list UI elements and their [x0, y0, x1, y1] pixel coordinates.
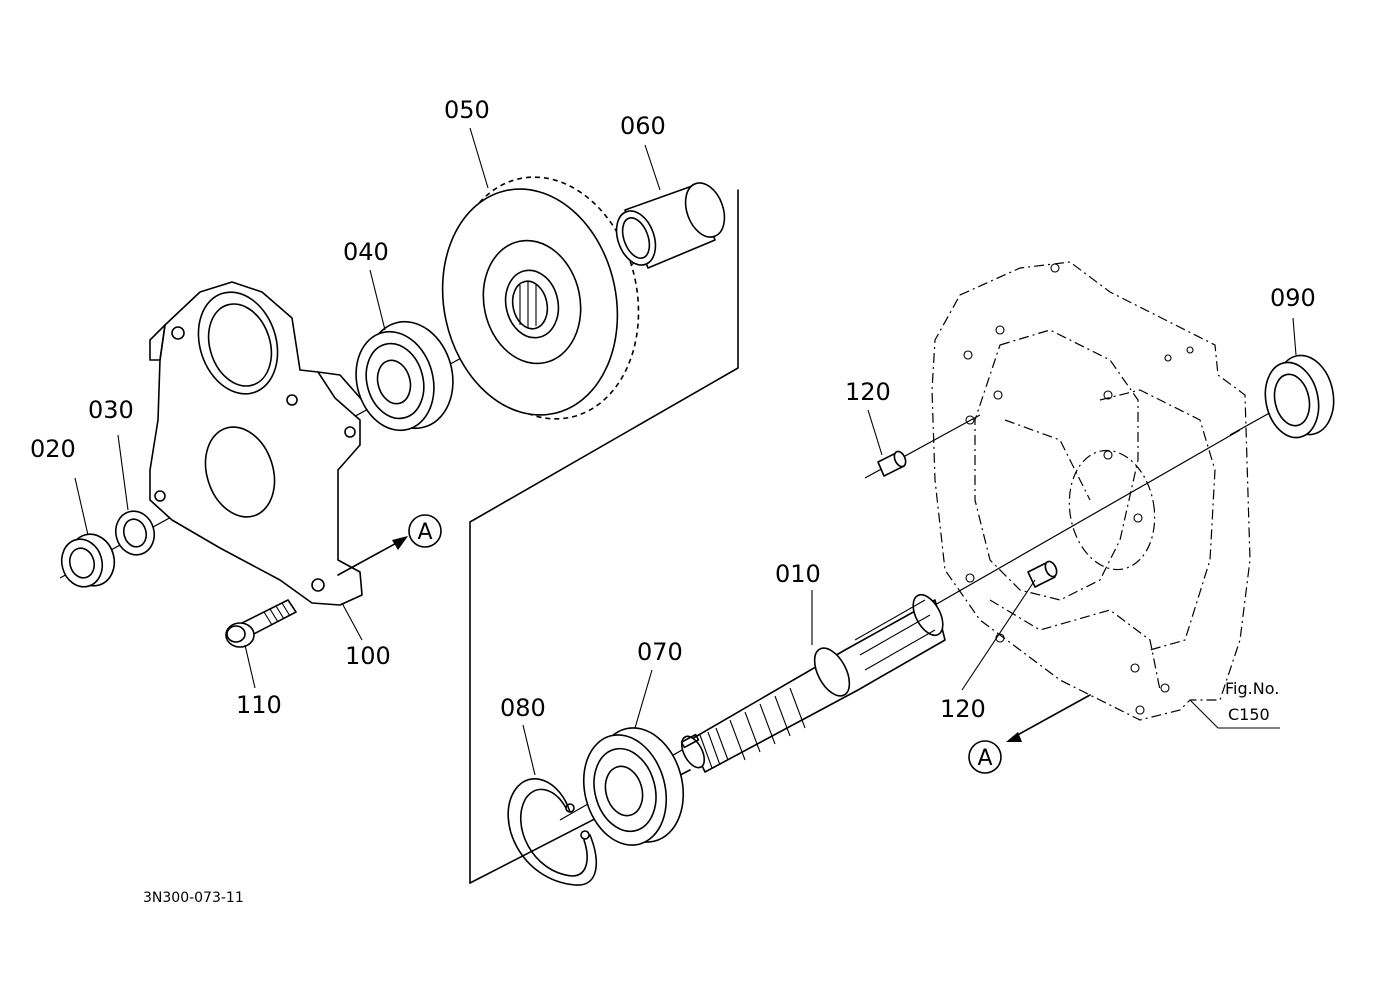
reference-a-right-label: A: [977, 746, 992, 771]
callout-090: 090: [1270, 284, 1316, 312]
collar-060: [615, 182, 726, 269]
callout-110: 110: [236, 691, 282, 719]
figure-number: C150: [1228, 705, 1270, 724]
assembly-frame-line: [469, 189, 739, 884]
drawing-number: 3N300-073-11: [143, 890, 244, 906]
reference-a-left-label: A: [417, 520, 432, 545]
circlip-080: [507, 778, 597, 886]
pin-120-top: [877, 450, 907, 477]
arrow-line-a-right: [1011, 694, 1091, 739]
washer-030: [114, 510, 156, 556]
gear-050: [441, 176, 640, 420]
oil-seal-020: [60, 533, 116, 588]
reference-a-right: A: [968, 740, 1002, 774]
leader-lines: [74, 127, 1297, 776]
bearing-040: [355, 320, 454, 432]
transmission-case: [931, 261, 1251, 721]
bolt-110: [225, 599, 297, 648]
callout-030: 030: [88, 396, 134, 424]
callout-100: 100: [345, 642, 391, 670]
bearing-070: [582, 727, 685, 846]
callout-070: 070: [637, 638, 683, 666]
reference-a-left: A: [408, 514, 442, 548]
callout-080: 080: [500, 694, 546, 722]
callout-010: 010: [775, 560, 821, 588]
callout-050: 050: [444, 96, 490, 124]
callout-040: 040: [343, 238, 389, 266]
callout-060: 060: [620, 112, 666, 140]
arrow-head-a-right: [1006, 732, 1022, 742]
oil-seal-090: [1264, 354, 1335, 439]
shaft-010: [680, 593, 946, 773]
cover-plate-100: [149, 281, 363, 606]
callout-120-bottom: 120: [940, 695, 986, 723]
arrow-line-a-left: [337, 539, 403, 576]
callout-020: 020: [30, 435, 76, 463]
figure-label: Fig.No.: [1225, 679, 1279, 698]
callout-120-top: 120: [845, 378, 891, 406]
arrow-head-a-left: [392, 536, 408, 550]
